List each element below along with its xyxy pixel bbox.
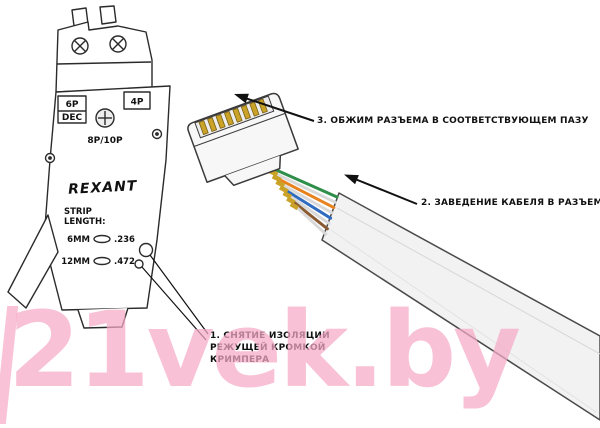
strip-length-label-line2: LENGTH: [64, 217, 105, 227]
tool-head-divider [56, 61, 152, 65]
step2-callout: 2. ЗАВЕДЕНИЕ КАБЕЛЯ В РАЗЪЕМ [421, 198, 600, 208]
step1-callout-line2: РЕЖУЩЕЙ КРОМКОЙ КРИМПЕРА [210, 343, 326, 366]
wire-orange [279, 178, 336, 210]
pin [249, 101, 260, 117]
step1-callout-line1: 1. СНЯТИЕ ИЗОЛЯЦИИ [210, 331, 330, 341]
step2-arrow [344, 174, 418, 205]
tool-rivet-dot [48, 156, 52, 160]
cable-shading-line [327, 227, 597, 413]
tool-4p-label: 4P [131, 98, 144, 108]
tool-head [55, 21, 153, 93]
step1-callout: 1. СНЯТИЕ ИЗОЛЯЦИИ РЕЖУЩЕЙ КРОМКОЙ КРИМП… [210, 330, 385, 366]
pin [224, 111, 234, 126]
wire-blue [286, 189, 333, 220]
arrow-head [344, 174, 359, 185]
wire-white [275, 173, 337, 204]
tool-jaw-tooth [99, 5, 117, 25]
blade-hole [134, 259, 144, 269]
strip-472-label: .472 [114, 257, 135, 267]
tool-rivet-dot [155, 132, 159, 136]
wire-white [296, 206, 328, 236]
pin [207, 117, 218, 132]
rj45-latch [224, 155, 282, 187]
tool-dec-label: DEC [62, 113, 83, 123]
step3-callout: 3. ОБЖИМ РАЗЪЕМА В СООТВЕТСТВУЮЩЕМ ПАЗУ [317, 116, 589, 126]
gold-tip [271, 174, 282, 183]
gold-tip [275, 179, 286, 188]
pin [215, 114, 226, 129]
leader-line [141, 266, 207, 341]
strip-6mm-label: 6MM [67, 235, 90, 245]
tool-bolt-cross [73, 39, 87, 53]
tool-6p-dec-box [57, 95, 87, 124]
pin [232, 107, 243, 123]
strip-length-label-line1: STRIP [64, 207, 92, 217]
gold-tip [286, 196, 296, 205]
pin [198, 120, 209, 135]
step1-leader-lines [141, 254, 209, 341]
arrow-shaft [245, 97, 315, 122]
wire-green [272, 167, 339, 199]
pin [240, 104, 251, 120]
tool-bottom-foot [77, 307, 129, 329]
arrow-shaft [354, 178, 418, 205]
tool-4p-box [123, 91, 151, 110]
arrow-head [234, 93, 249, 104]
strip-slot [93, 256, 111, 266]
rj45-connector [187, 92, 299, 187]
strip-236-label: .236 [114, 235, 135, 245]
tool-bolt-cross [111, 37, 125, 51]
tool-6p-label: 6P [66, 100, 79, 110]
wire-white [282, 184, 334, 215]
tool-8p10p-label: 8P/10P [87, 136, 123, 146]
blade-hole [138, 242, 154, 258]
gold-tip [278, 185, 289, 194]
crimping-tool: 6P DEC 4P 8P/10P REXANT STRIP LENGTH: 6M… [7, 5, 171, 329]
twisted-pair-wires [264, 163, 339, 236]
cable-shading-line [336, 207, 600, 355]
network-cable [321, 192, 600, 421]
strip-12mm-label: 12MM [61, 257, 90, 267]
tool-left-handle [7, 214, 59, 309]
gold-tip [282, 191, 293, 199]
tool-brand-logo: REXANT [68, 178, 138, 198]
wire-white [289, 195, 331, 225]
step3-arrow [234, 93, 315, 122]
rj45-face-line [193, 112, 286, 147]
leader-line [149, 254, 209, 335]
wire-brown [292, 201, 329, 231]
gold-tip [289, 202, 299, 211]
strip-slot [93, 234, 111, 244]
tool-body [43, 85, 171, 311]
